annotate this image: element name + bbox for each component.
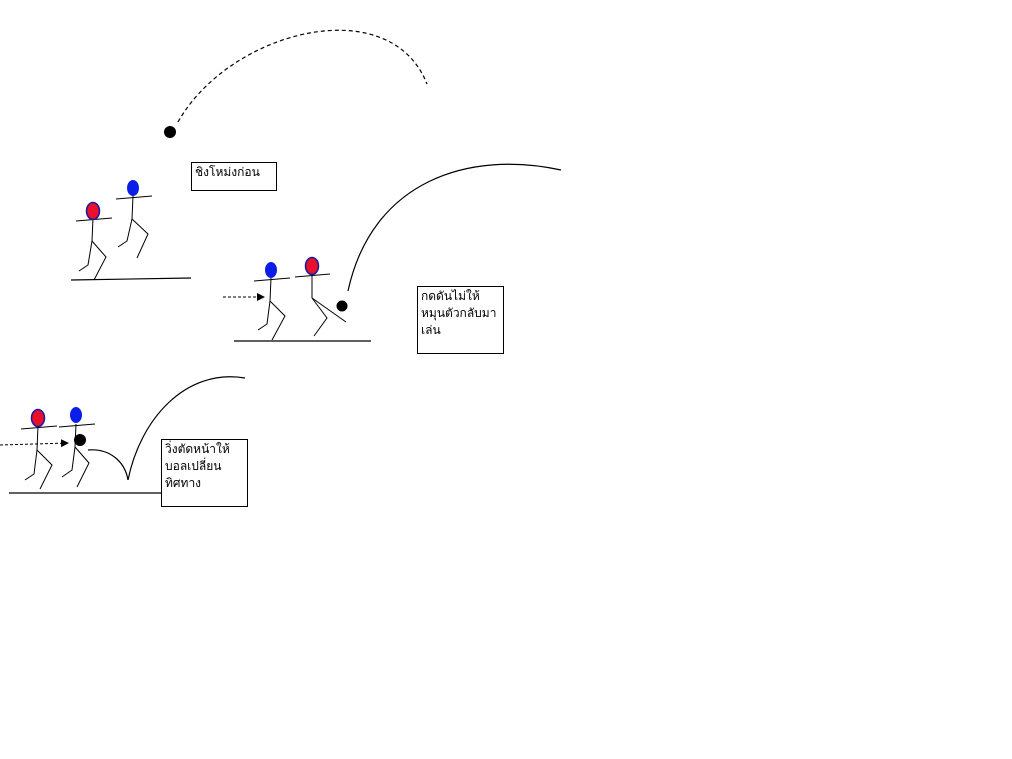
caption-scene-2: กดดันไม่ให้ หมุนตัวกลับมา เล่น [417,286,504,354]
ball-trajectory-dashed [177,29,428,123]
blue-player [58,407,96,488]
red-player [75,201,113,281]
player-head [127,180,139,196]
red-player [294,256,347,337]
player-head [304,256,320,276]
ball-trajectory [347,163,562,292]
ground-line [70,277,192,281]
scene-2 [223,163,562,342]
player-head [265,262,277,278]
scene-1 [70,29,428,281]
caption-scene-3: วิ่งตัดหน้าให้ บอลเปลี่ยน ทิศทาง [161,439,248,507]
ball-trajectory [127,376,246,481]
player-head [30,408,46,428]
caption-scene-1: ชิงโหม่งก่อน [191,162,277,191]
player-head [85,201,101,221]
ball [74,434,86,446]
red-player [20,408,58,490]
blue-player [115,180,153,259]
ball [336,300,348,312]
ball [164,126,176,138]
movement-arrow [0,439,69,448]
ball-trajectory-bounce [87,449,129,481]
player-head [70,407,82,423]
scene-3 [0,376,246,494]
blue-player [253,262,291,341]
